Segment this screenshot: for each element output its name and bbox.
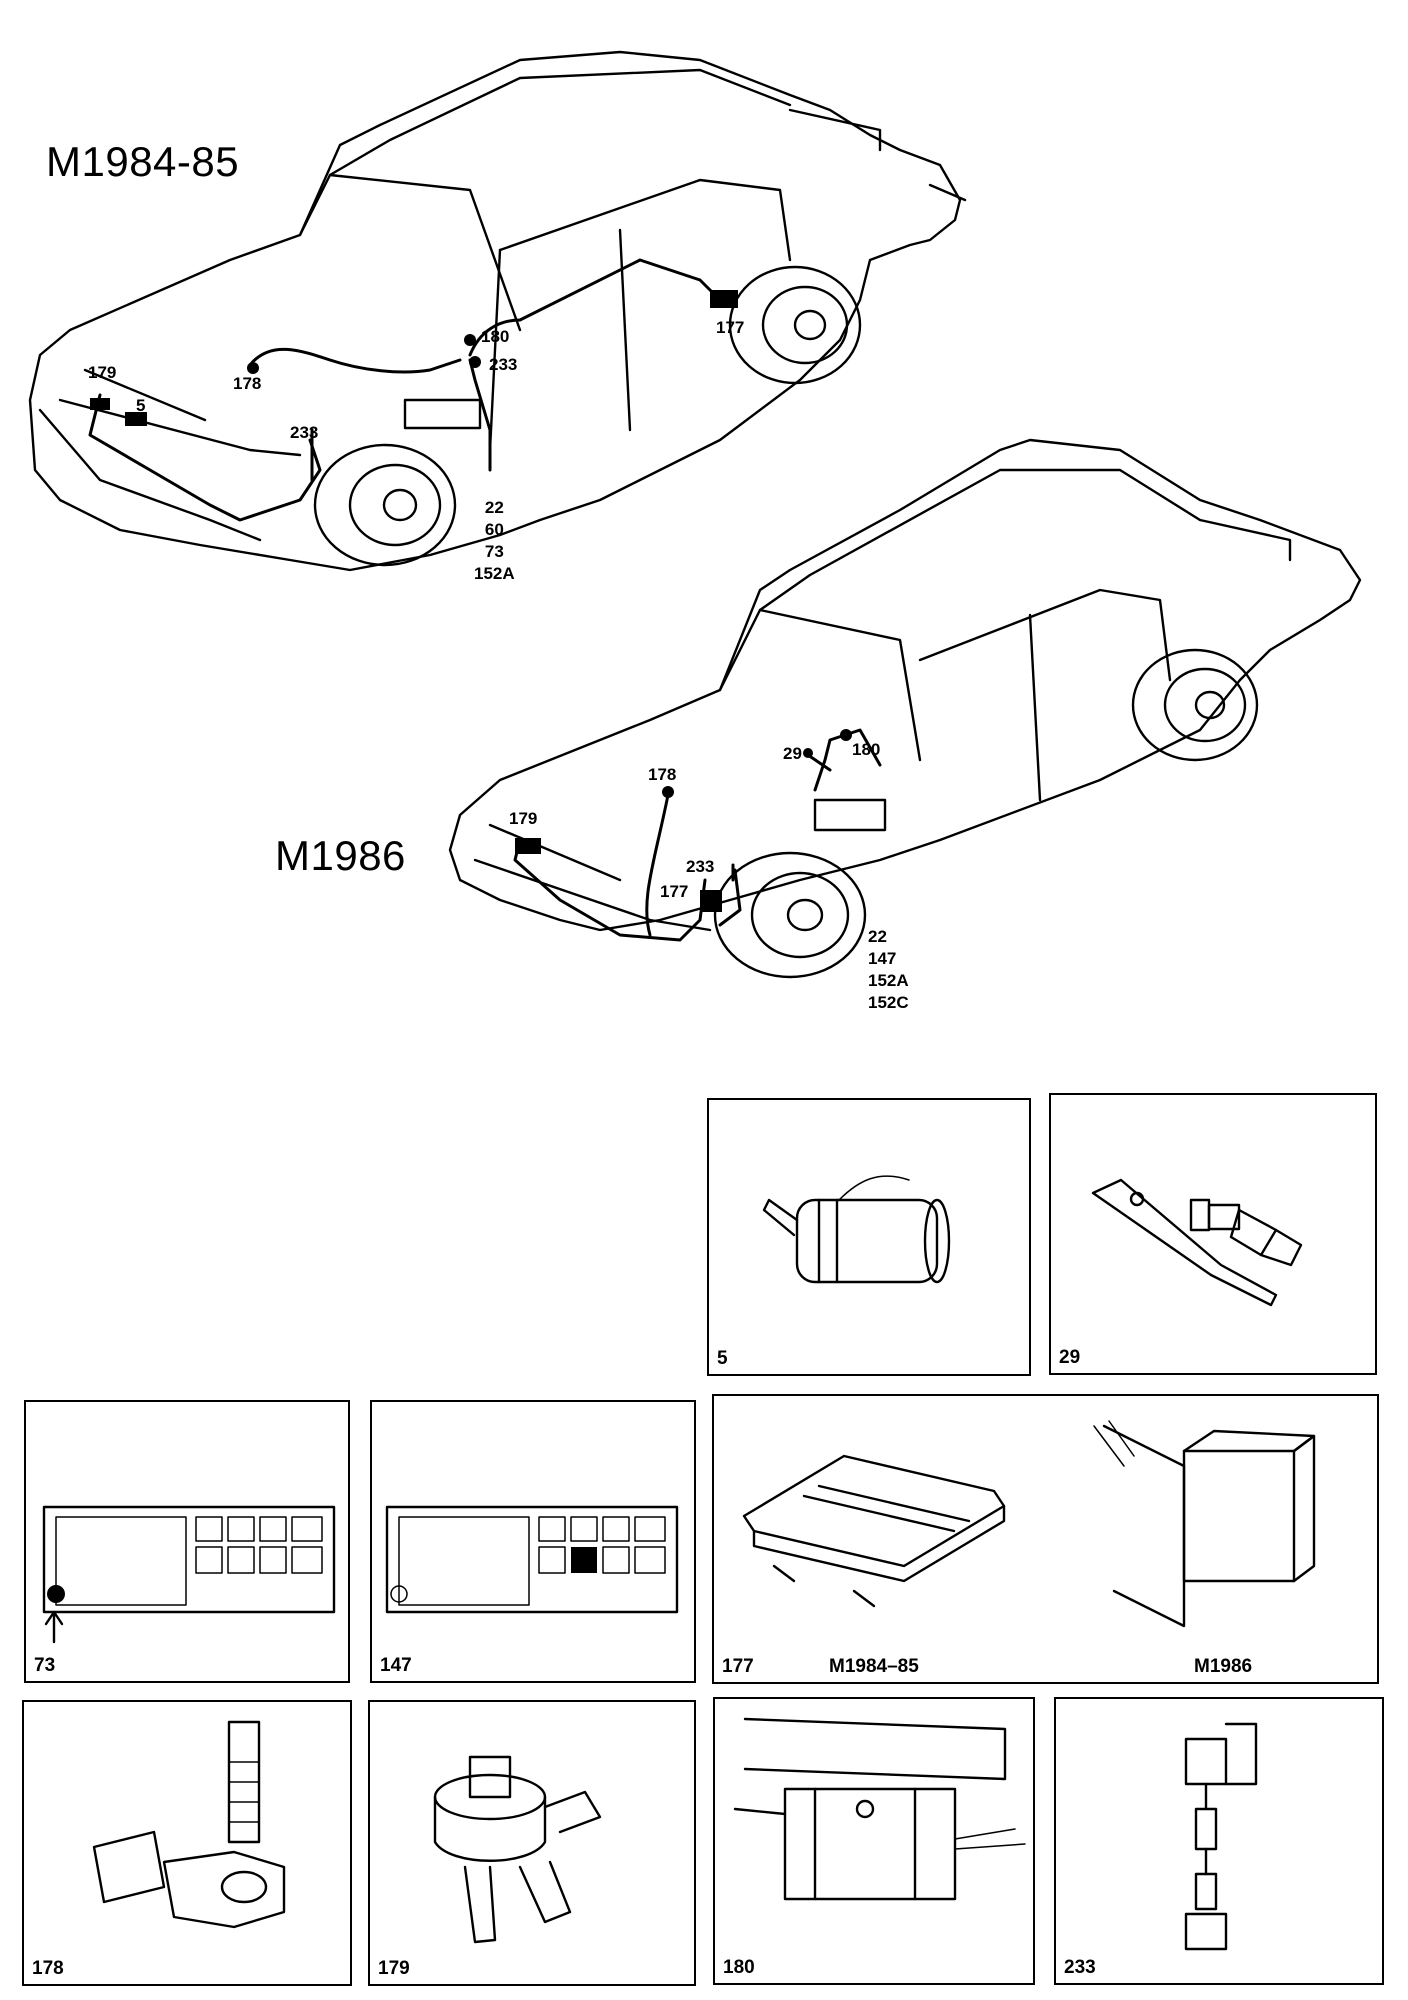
diagram-title-top: M1984-85 <box>46 138 240 185</box>
callout-233-bottom: 233 <box>686 857 715 876</box>
callout-180-bottom: 180 <box>852 740 881 759</box>
panel-5: 5 <box>707 1098 1031 1376</box>
diagram-title-bottom: M1986 <box>275 832 406 879</box>
callout-233-top-b: 233 <box>290 423 319 442</box>
callout-180-top: 180 <box>481 327 510 346</box>
callout-152c-bottom: 152C <box>868 993 909 1012</box>
valve-illustration <box>433 1755 602 1944</box>
condenser-illustration <box>762 1175 951 1284</box>
panel-29-label: 29 <box>1059 1347 1081 1368</box>
callout-177-top: 177 <box>716 318 745 337</box>
callout-60-top: 60 <box>484 520 504 539</box>
car-top-wiring <box>88 258 738 522</box>
callout-178-bottom: 178 <box>648 765 677 784</box>
car-bottom-wiring <box>513 728 887 942</box>
relay-box-73-illustration <box>42 1505 336 1644</box>
callout-179-bottom: 179 <box>509 809 538 828</box>
relay-box-147-illustration <box>385 1505 679 1614</box>
panel-178: 178 <box>22 1700 352 1986</box>
callout-147-bottom: 147 <box>868 949 897 968</box>
panel-233: 233 <box>1054 1697 1384 1985</box>
panel-233-label: 233 <box>1064 1957 1096 1978</box>
panel-147: 147 <box>370 1400 696 1683</box>
panel-177-label: 177 <box>722 1656 754 1677</box>
callout-5-top: 5 <box>136 396 146 415</box>
panel-180-label: 180 <box>723 1957 755 1978</box>
panel-29: 29 <box>1049 1093 1377 1375</box>
switch-illustration <box>1091 1178 1303 1307</box>
control-unit-illustration <box>742 1420 1316 1628</box>
panel-178-label: 178 <box>32 1958 64 1979</box>
callout-177-bottom: 177 <box>660 882 689 901</box>
callout-179-top: 179 <box>88 363 117 382</box>
callout-22-bottom: 22 <box>868 927 887 946</box>
callout-22-top: 22 <box>484 498 504 517</box>
panel-179-label: 179 <box>378 1958 410 1979</box>
callout-152a-bottom: 152A <box>868 971 909 990</box>
callout-178-top: 178 <box>233 374 262 393</box>
car-top-outline <box>28 50 967 572</box>
sensor-233-illustration <box>1184 1722 1258 1951</box>
callout-stack-top: 22 60 73 152A <box>474 497 515 585</box>
callout-73-top: 73 <box>484 542 504 561</box>
pump-illustration <box>733 1717 1026 1901</box>
panel-177: 177 M1984–85 M1986 <box>712 1394 1379 1684</box>
panel-5-label: 5 <box>717 1348 728 1369</box>
callout-152a-top: 152A <box>474 564 515 583</box>
panel-73: 73 <box>24 1400 350 1683</box>
panel-177-sublabel-1986: M1986 <box>1194 1656 1253 1677</box>
callout-stack-bottom: 22 147 152A 152C <box>868 926 909 1014</box>
knock-sensor-illustration <box>92 1720 286 1929</box>
panel-73-label: 73 <box>34 1655 56 1676</box>
callout-29-bottom: 29 <box>783 744 802 763</box>
callout-233-top-a: 233 <box>489 355 518 374</box>
panel-179: 179 <box>368 1700 696 1986</box>
car-bottom-outline <box>448 438 1362 979</box>
car-drawings <box>28 50 1362 979</box>
panel-147-label: 147 <box>380 1655 412 1676</box>
panel-177-sublabel-1984: M1984–85 <box>829 1656 919 1677</box>
panel-180: 180 <box>713 1697 1035 1985</box>
